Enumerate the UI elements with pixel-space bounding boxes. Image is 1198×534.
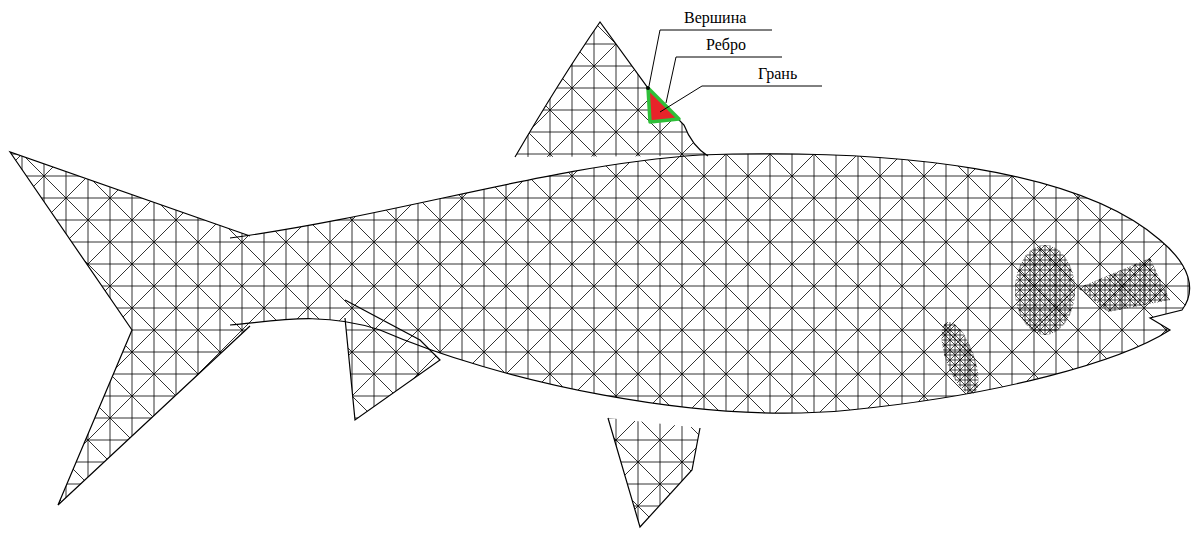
- leader-lines: [649, 30, 822, 112]
- part-label: Вершина: [683, 9, 747, 27]
- part-label: Грань: [757, 65, 798, 83]
- part-label: Ребро: [705, 36, 747, 54]
- fish-outline: [10, 22, 1190, 527]
- highlighted-face: [646, 86, 679, 122]
